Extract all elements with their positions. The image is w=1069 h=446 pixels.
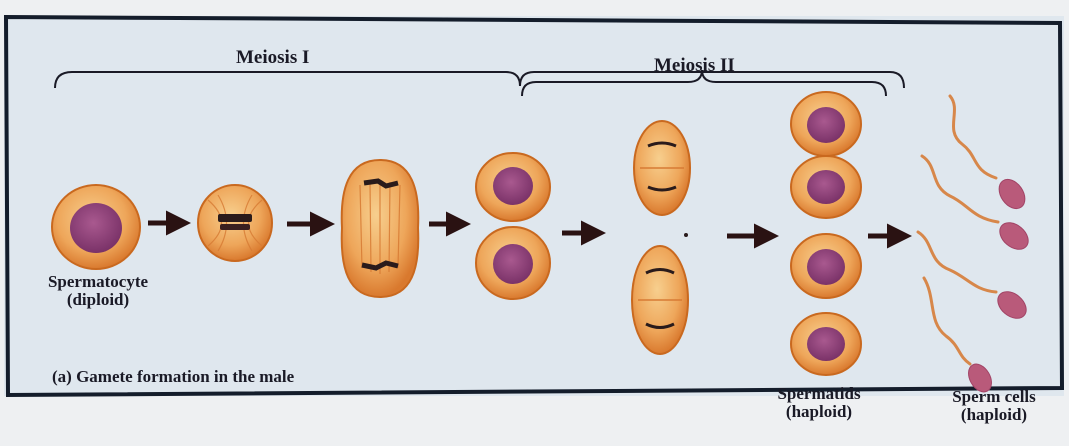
nucleus [807, 249, 845, 285]
anaphase-1-cell [342, 160, 419, 297]
nucleus [493, 244, 533, 284]
metaphase-1-cell [198, 185, 272, 261]
sperm-cells-label: Sperm cells (haploid) [934, 388, 1054, 424]
nucleus [70, 203, 122, 253]
spermatocyte-label-line-2: (diploid) [36, 291, 160, 309]
spermatids-label-line-1: Spermatids [764, 385, 874, 403]
spermatids-label-line-2: (haploid) [764, 403, 874, 421]
meiosis-1-heading: Meiosis I [236, 48, 309, 68]
figure-caption: (a) Gamete formation in the male [52, 368, 294, 386]
spermatocyte-label-line-1: Spermatocyte [36, 273, 160, 291]
sperm-cells-label-line-2: (haploid) [934, 406, 1054, 424]
nucleus [807, 107, 845, 143]
sperm-cells-label-line-1: Sperm cells [934, 388, 1054, 406]
nucleus [493, 167, 533, 205]
spermatocyte-label: Spermatocyte (diploid) [36, 273, 160, 309]
chromosome-plate [218, 214, 252, 222]
nucleus [807, 170, 845, 204]
spermatids-label: Spermatids (haploid) [764, 385, 874, 421]
nucleus [807, 327, 845, 361]
meiosis-2-heading: Meiosis II [654, 56, 735, 76]
spermatocyte-cell [52, 185, 140, 269]
